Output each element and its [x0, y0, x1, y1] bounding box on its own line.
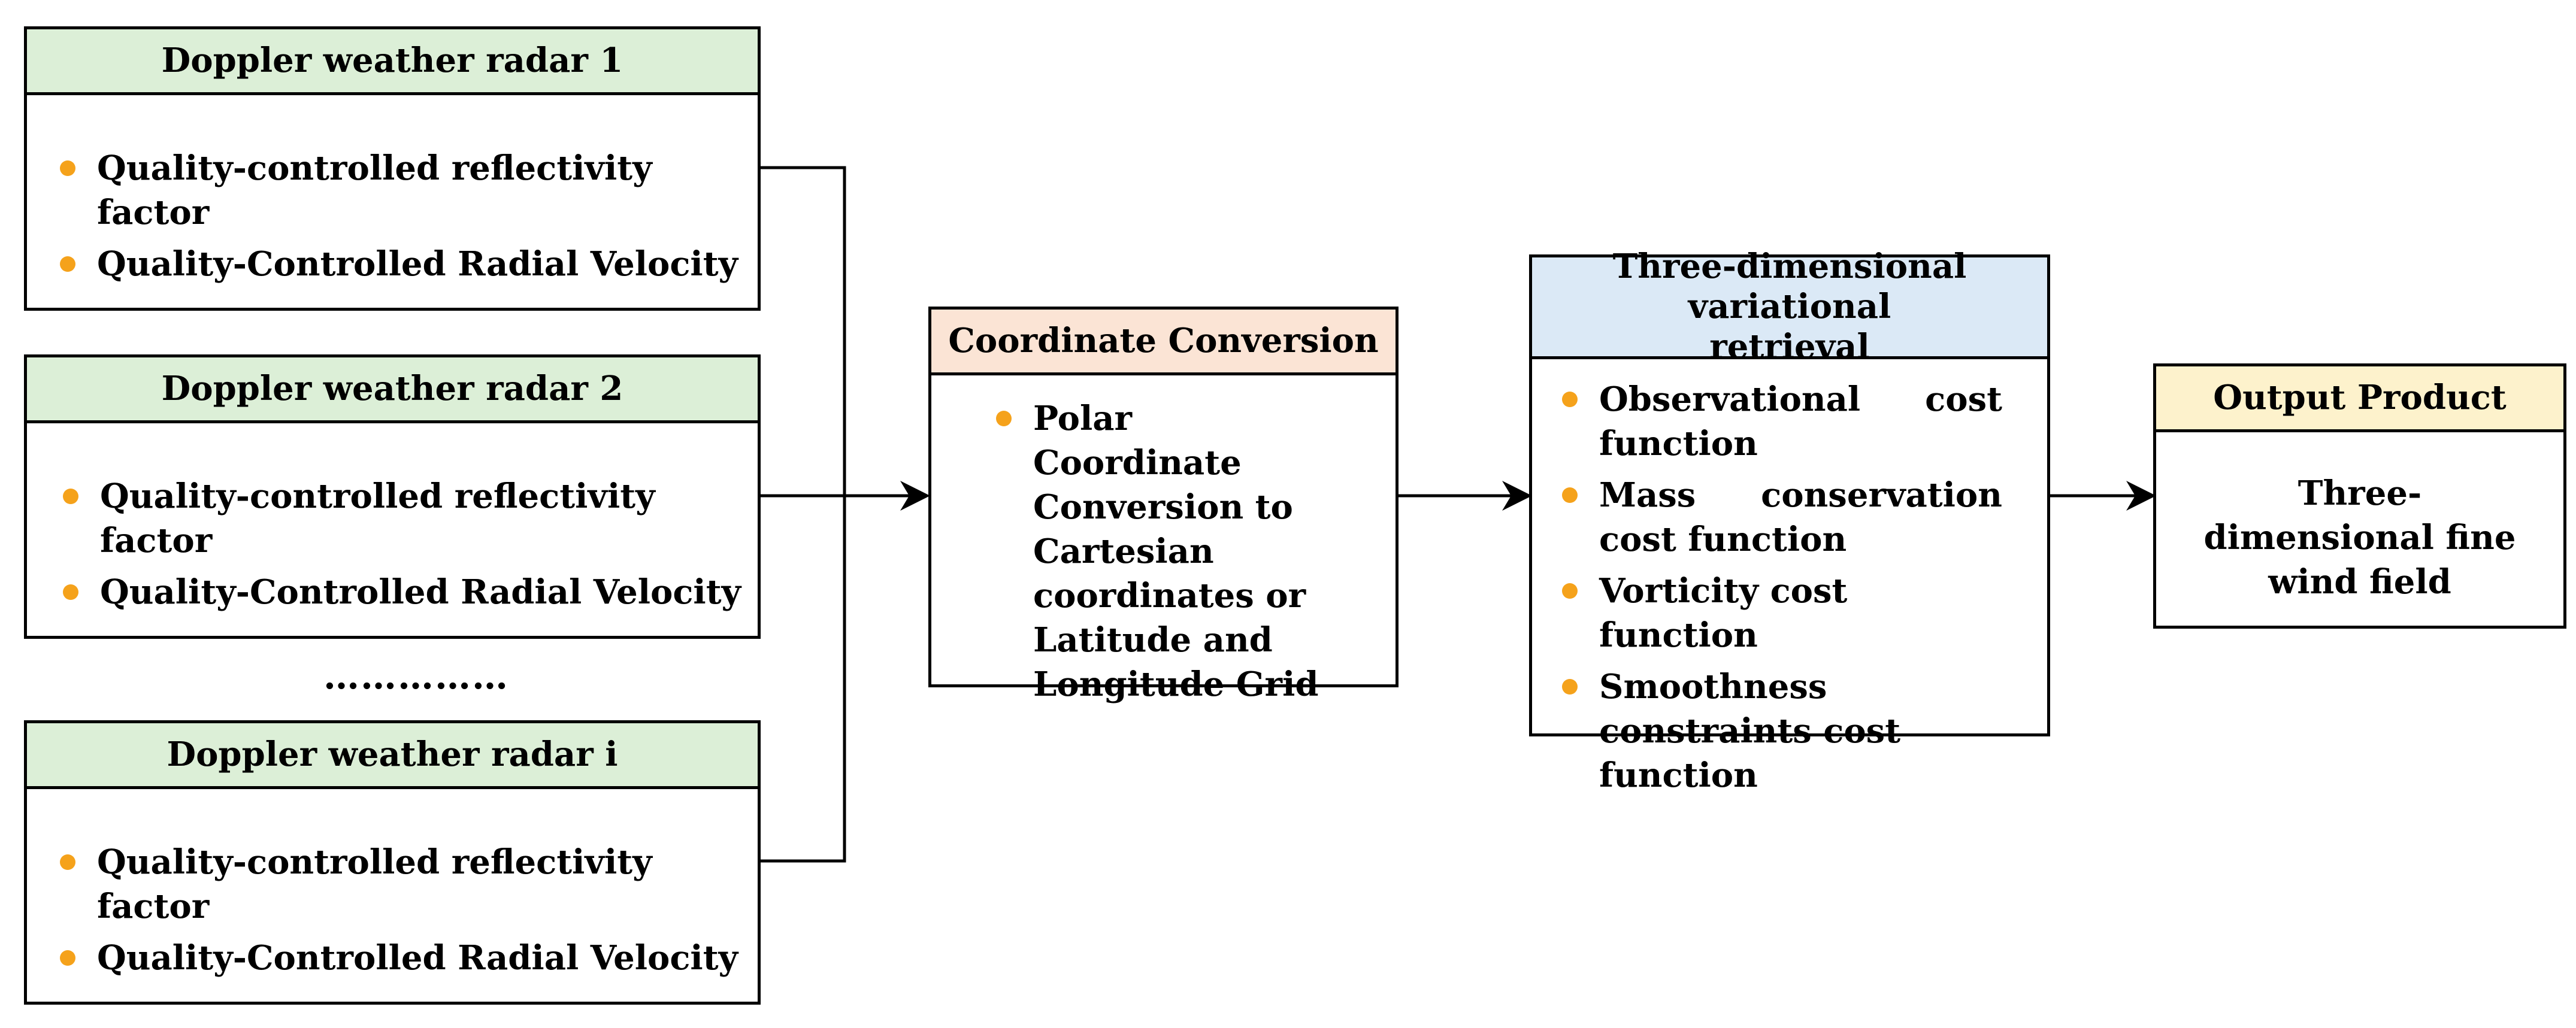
list-item: Quality-Controlled Radial Velocity	[60, 936, 758, 980]
list-item: Quality-Controlled Radial Velocity	[60, 242, 758, 286]
retrieval-box: Three-dimensional variational retrieval …	[1529, 247, 2050, 795]
bullet-icon	[63, 584, 78, 600]
list-item: Quality-controlled reflectivity factor	[63, 474, 758, 563]
radar-box-i: Doppler weather radar i Quality-controll…	[24, 720, 761, 1005]
list-item: Quality-controlled reflectivity factor	[60, 840, 758, 929]
radar-title-1: Doppler weather radar 1	[27, 29, 758, 95]
list-item: Quality-Controlled Radial Velocity	[63, 570, 758, 614]
output-product-text: Three-dimensional fine wind field	[2203, 474, 2516, 602]
bullet-icon	[1562, 679, 1578, 695]
bullet-icon	[60, 256, 75, 272]
list-item: Observational cost function	[1562, 377, 2002, 466]
bullet-icon	[60, 950, 75, 966]
retrieval-items: Observational cost function Mass conserv…	[1562, 377, 2002, 805]
list-item: Vorticity cost function	[1562, 569, 2002, 657]
list-item: Smoothness constraints cost function	[1562, 665, 2002, 797]
bullet-icon	[60, 854, 75, 870]
bullet-icon	[1562, 487, 1578, 503]
output-product-box: Output Product Three-dimensional fine wi…	[2153, 363, 2566, 629]
radar-box-2: Doppler weather radar 2 Quality-controll…	[24, 354, 761, 639]
radar1-connector	[759, 166, 846, 863]
list-item: Quality-controlled reflectivity factor	[60, 146, 758, 235]
ellipsis: ……………	[323, 656, 509, 698]
radar-items-1: Quality-controlled reflectivity factor Q…	[60, 146, 758, 286]
bullet-icon	[60, 160, 75, 176]
radar-items-i: Quality-controlled reflectivity factor Q…	[60, 840, 758, 980]
radar-box-1: Doppler weather radar 1 Quality-controll…	[24, 26, 761, 311]
coordinate-conversion-items: Polar Coordinate Conversion to Cartesian…	[996, 396, 1331, 706]
radar-items-2: Quality-controlled reflectivity factor Q…	[63, 474, 758, 614]
radar-title-2: Doppler weather radar 2	[27, 357, 758, 423]
bullet-icon	[996, 411, 1012, 426]
list-item: Polar Coordinate Conversion to Cartesian…	[996, 396, 1331, 706]
list-item: Mass conservation cost function	[1562, 473, 2002, 562]
radar-title-i: Doppler weather radar i	[27, 723, 758, 789]
coordinate-conversion-title: Coordinate Conversion	[931, 310, 1396, 375]
bullet-icon	[63, 489, 78, 504]
output-product-title: Output Product	[2156, 366, 2563, 432]
bullet-icon	[1562, 392, 1578, 407]
retrieval-title: Three-dimensional variational retrieval	[1532, 247, 2047, 366]
coordinate-conversion-box: Coordinate Conversion Polar Coordinate C…	[928, 307, 1399, 704]
bullet-icon	[1562, 583, 1578, 599]
